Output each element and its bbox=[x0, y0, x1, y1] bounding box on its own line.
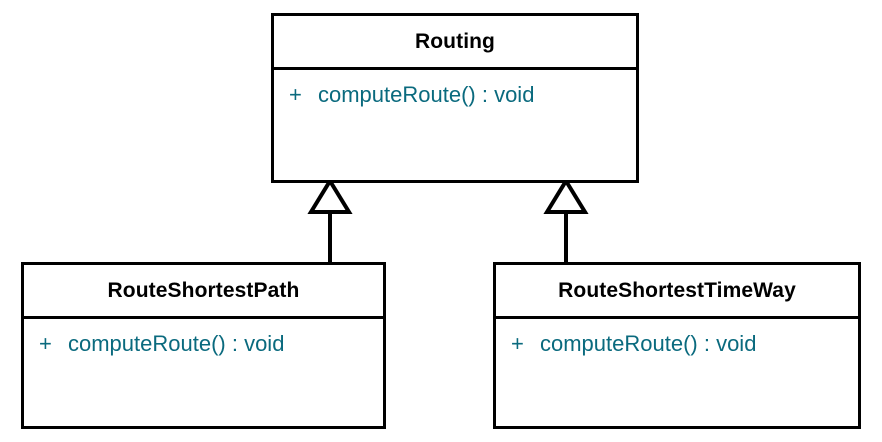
class-box-route-shortest-time-way[interactable]: RouteShortestTimeWay + computeRoute() : … bbox=[493, 262, 861, 429]
class-box-routing[interactable]: Routing + computeRoute() : void bbox=[271, 13, 639, 183]
class-members-route-shortest-time-way: + computeRoute() : void bbox=[496, 319, 858, 426]
member-visibility-marker: + bbox=[511, 331, 524, 356]
class-member-row: + computeRoute() : void bbox=[274, 82, 636, 108]
class-header-route-shortest-path: RouteShortestPath bbox=[24, 265, 383, 319]
class-member-row: + computeRoute() : void bbox=[496, 331, 858, 357]
member-signature: computeRoute() : void bbox=[318, 82, 535, 107]
generalization-route-shortest-time-way bbox=[543, 177, 589, 264]
class-box-route-shortest-path[interactable]: RouteShortestPath + computeRoute() : voi… bbox=[21, 262, 386, 429]
class-member-row: + computeRoute() : void bbox=[24, 331, 383, 357]
class-name-route-shortest-path: RouteShortestPath bbox=[107, 278, 300, 302]
class-name-routing: Routing bbox=[414, 29, 495, 53]
generalization-arrowhead-left bbox=[307, 177, 353, 214]
class-header-route-shortest-time-way: RouteShortestTimeWay bbox=[496, 265, 858, 319]
class-name-route-shortest-time-way: RouteShortestTimeWay bbox=[558, 278, 796, 302]
class-members-route-shortest-path: + computeRoute() : void bbox=[24, 319, 383, 426]
member-signature: computeRoute() : void bbox=[68, 331, 285, 356]
class-header-routing: Routing bbox=[274, 16, 636, 70]
generalization-route-shortest-path bbox=[307, 177, 353, 264]
member-visibility-marker: + bbox=[289, 82, 302, 107]
class-members-routing: + computeRoute() : void bbox=[274, 70, 636, 180]
member-visibility-marker: + bbox=[39, 331, 52, 356]
generalization-arrowhead-right bbox=[543, 177, 589, 214]
member-signature: computeRoute() : void bbox=[540, 331, 757, 356]
